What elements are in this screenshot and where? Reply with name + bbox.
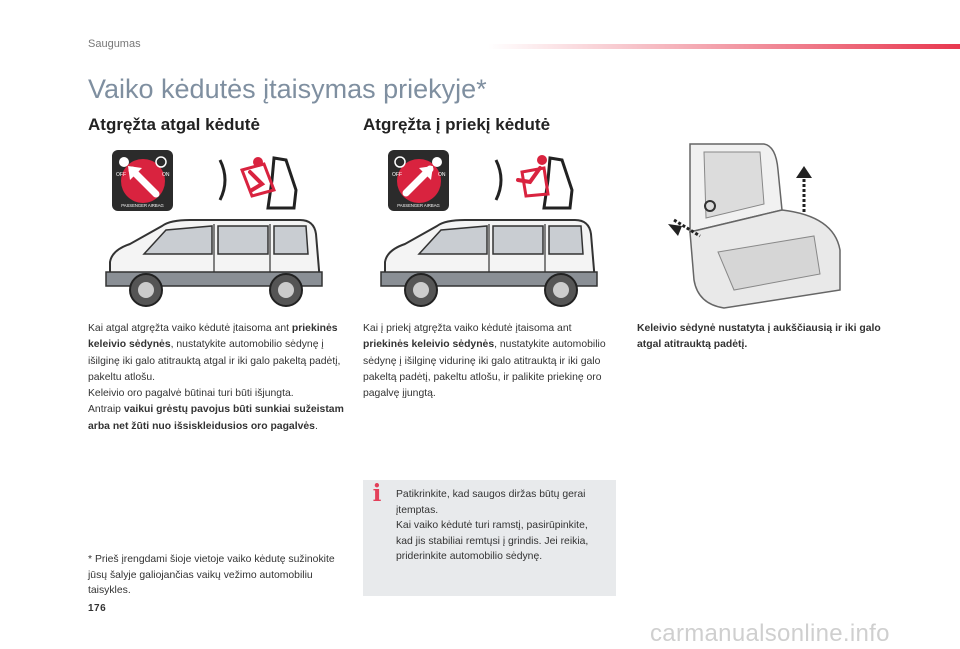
rear-facing-instructions: Kai atgal atgręžta vaiko kėdutė įtaisoma… [88,323,344,432]
info-icon: i [372,480,382,507]
info-text: Patikrinkite, kad saugos diržas būtų ger… [396,489,589,563]
airbag-on-label-icon: OFF ON PASSENGER AIRBAG [388,150,449,211]
footnote-text: Prieš įrengdami šioje vietoje vaiko kėdu… [88,554,335,597]
airbag-on-text: ON [162,172,170,178]
forward-facing-seat-icon [494,155,574,210]
rear-facing-heading: Atgręžta atgal kėdutė [88,115,260,134]
airbag-off-text: OFF [116,172,126,178]
seat-position-caption: Keleivio sėdynė nustatyta į aukščiausią … [637,323,881,351]
page-title: Vaiko kėdutės įtaisymas priekyje* [88,74,487,104]
page-number: 176 [88,603,107,614]
van-illustration-right [380,219,598,307]
forward-facing-instructions: Kai į priekį atgręžta vaiko kėdutė įtais… [363,323,606,400]
airbag-off-label-icon: OFF ON PASSENGER AIRBAG [112,150,173,211]
section-label: Saugumas [88,38,141,50]
airbag-on-text-2: ON [438,172,446,178]
airbag-passenger-text-2: PASSENGER AIRBAG [397,203,440,208]
watermark: carmanualsonline.info [650,620,890,647]
passenger-seat-illustration [668,143,841,309]
rear-facing-seat-icon [218,156,298,210]
header-accent-line [488,44,960,49]
airbag-passenger-text: PASSENGER AIRBAG [121,203,164,208]
airbag-off-text-2: OFF [392,172,402,178]
info-box [363,480,616,596]
forward-facing-heading: Atgręžta į priekį kėdutė [363,115,551,134]
footnote: * Prieš įrengdami šioje vietoje vaiko kė… [88,552,348,599]
van-illustration-left [105,219,323,307]
footnote-marker: * [88,554,93,565]
